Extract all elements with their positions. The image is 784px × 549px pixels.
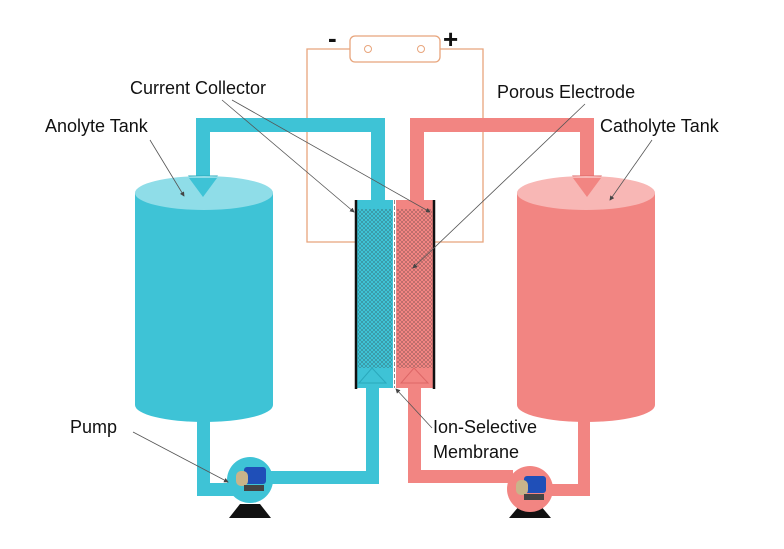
pump-icon bbox=[227, 457, 273, 518]
leader-lines bbox=[132, 99, 653, 483]
membrane-label-line1: Ion-Selective bbox=[433, 417, 537, 437]
membrane-label-line2: Membrane bbox=[433, 442, 519, 462]
external-circuit: - + bbox=[306, 23, 484, 243]
labels: Current Collector Porous Electrode Anoly… bbox=[45, 78, 720, 462]
battery-icon bbox=[349, 35, 441, 63]
electrochemical-cell bbox=[354, 200, 436, 389]
minus-terminal-label: - bbox=[328, 23, 337, 53]
pump-label: Pump bbox=[70, 417, 117, 437]
porous-electrode-negative bbox=[358, 209, 392, 368]
anolyte-tank-label: Anolyte Tank bbox=[45, 116, 149, 136]
catholyte-tank-label: Catholyte Tank bbox=[600, 116, 720, 136]
current-collector-label: Current Collector bbox=[130, 78, 266, 98]
porous-electrode-label: Porous Electrode bbox=[497, 82, 635, 102]
pump-icon bbox=[507, 466, 553, 518]
plus-terminal-label: + bbox=[443, 24, 458, 54]
anolyte-tank bbox=[135, 176, 273, 422]
porous-electrode-positive bbox=[397, 209, 432, 368]
catholyte-tank bbox=[517, 176, 655, 422]
